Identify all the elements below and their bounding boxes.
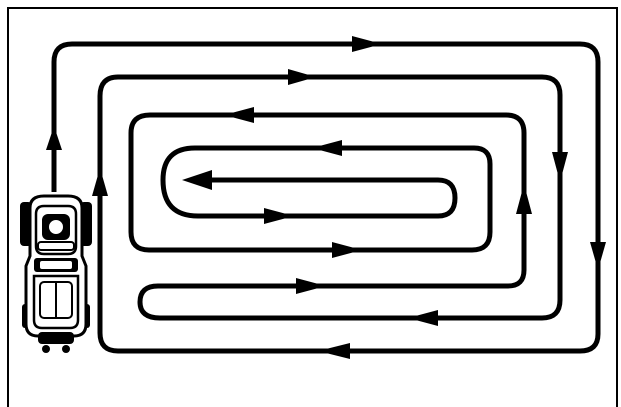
arrow-down-right-outer: [590, 242, 606, 270]
mowing-pattern-diagram: [20, 36, 606, 359]
arrow-right-lower-hook: [296, 278, 326, 294]
arrow-right-top-second: [288, 69, 316, 85]
figure-frame: [7, 7, 618, 407]
arrow-right-bottom-inner: [264, 208, 294, 224]
arrow-right-bottom-third: [332, 242, 362, 258]
third-loop-path: [128, 112, 527, 253]
arrow-left-bottom-second: [408, 310, 438, 326]
arrow-up-right-third: [516, 184, 532, 214]
arrow-right-top-outer: [352, 36, 382, 52]
second-loop-path: [97, 74, 563, 321]
mowing-pattern-figure: [7, 7, 618, 407]
arrow-left-center-inner: [182, 170, 212, 190]
arrow-left-top-third: [224, 107, 254, 123]
arrow-up-left-outer: [46, 126, 62, 150]
arrow-left-bottom-outer: [318, 343, 350, 359]
arrow-down-right-second: [552, 152, 568, 182]
outer-loop-path: [51, 41, 601, 354]
arrow-up-left-second: [92, 168, 108, 196]
riding-mower-icon: [20, 194, 92, 353]
arrow-left-top-inner: [312, 140, 342, 156]
